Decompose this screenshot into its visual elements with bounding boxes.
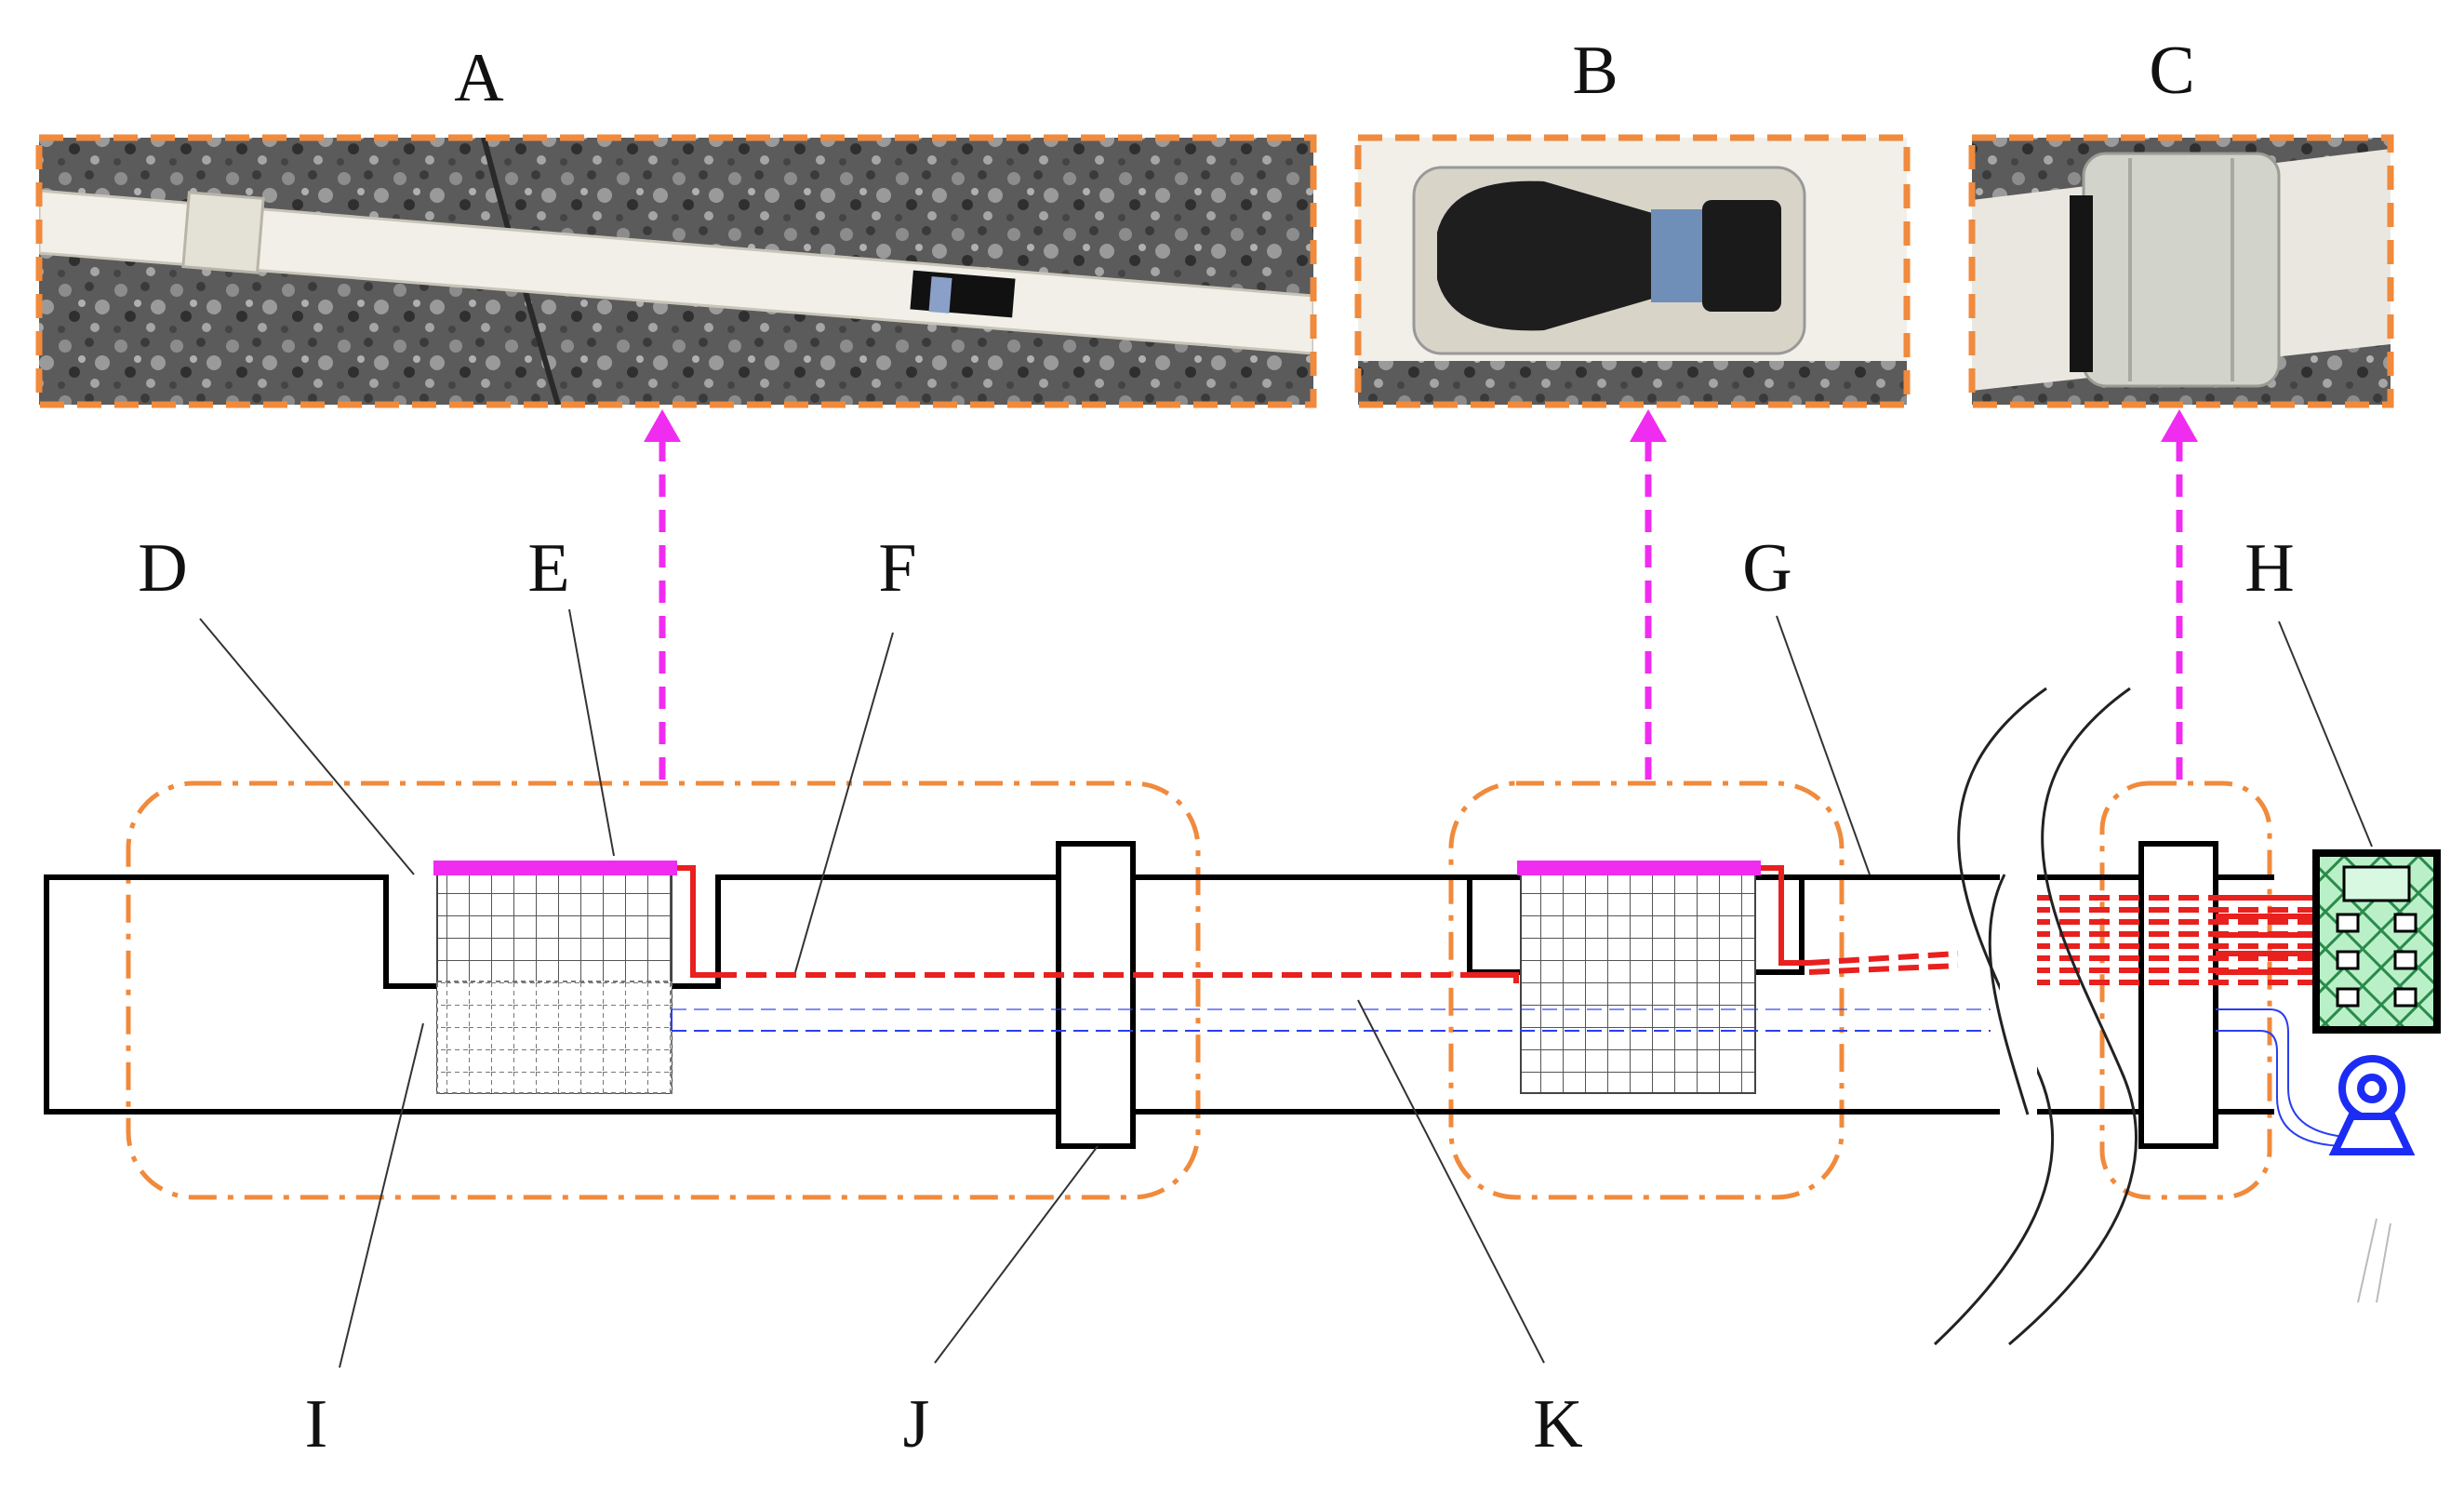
red-lead-e	[677, 865, 716, 978]
photo-c	[1972, 138, 2391, 405]
label-h: H	[2244, 530, 2294, 607]
photo-b-frame	[1354, 134, 1911, 408]
photo-b	[1358, 138, 1907, 405]
label-g: G	[1742, 530, 1791, 607]
arrowhead-a	[644, 409, 681, 442]
arrowhead-c	[2161, 409, 2198, 442]
label-e: E	[527, 530, 569, 607]
grid-block-b	[1520, 869, 1756, 1094]
photo-panel-a: A	[35, 40, 1317, 408]
leader-i	[339, 1022, 424, 1368]
callout-labels: D E F G H I J K	[138, 530, 2294, 1462]
red-dashed-b2	[1808, 963, 1959, 975]
frame-region-c	[2099, 781, 2272, 1200]
detail-frames	[126, 781, 2272, 1200]
magenta-bar-b	[1517, 861, 1761, 875]
leader-h	[2278, 621, 2373, 848]
red-lead-b	[1761, 865, 1809, 966]
flange-j	[1056, 841, 1136, 1149]
break-gap	[2000, 874, 2037, 1115]
flange-c	[2138, 841, 2218, 1149]
photo-c-frame	[1968, 134, 2394, 408]
leader-lines	[199, 608, 2373, 1368]
blue-lines	[671, 1008, 2345, 1147]
pipe	[44, 874, 2274, 1115]
arrowhead-b	[1630, 409, 1667, 442]
label-j: J	[903, 1386, 930, 1462]
red-lines	[677, 865, 1959, 983]
leader-g	[1776, 615, 1871, 875]
label-b: B	[1572, 33, 1618, 109]
photo-panel-b: B	[1354, 33, 1911, 408]
photo-panel-c: C	[1968, 33, 2394, 408]
leader-d	[199, 618, 415, 875]
pipe-outline-left	[44, 874, 2042, 1115]
magenta-bar-e	[433, 861, 677, 875]
red-drop-b	[1474, 972, 1519, 983]
grid-block-i	[436, 981, 673, 1094]
photo-a	[39, 138, 1313, 405]
label-f: F	[878, 530, 916, 607]
faint-marks	[2357, 1218, 2391, 1303]
leader-e	[568, 608, 615, 857]
pump-icon	[2328, 1055, 2416, 1155]
frame-region-a	[126, 781, 1201, 1200]
red-dashed-b1	[1808, 951, 1959, 966]
leader-f	[794, 632, 894, 973]
leader-k	[1357, 999, 1545, 1364]
red-bundle	[2000, 895, 2316, 985]
label-d: D	[138, 530, 187, 607]
leader-j	[934, 1145, 1099, 1364]
photo-a-frame	[35, 134, 1317, 408]
monitor-icon	[2312, 849, 2441, 1034]
magenta-arrows	[659, 437, 2183, 780]
label-a: A	[454, 40, 503, 116]
frame-region-b	[1448, 781, 1845, 1200]
label-c: C	[2149, 33, 2194, 109]
label-k: K	[1533, 1386, 1582, 1462]
label-i: I	[305, 1386, 328, 1462]
